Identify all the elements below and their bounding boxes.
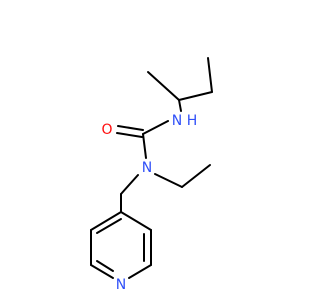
bond-butyl-ch-nh (178, 99, 182, 112)
bond-n-ethyl-ch2 (154, 173, 183, 188)
atom-nitrogen-nh: N (172, 113, 182, 129)
atom-oxygen: O (101, 122, 112, 138)
bond-carbonyl-n (142, 133, 147, 159)
bond-carbonyl-double-1 (117, 125, 144, 131)
bond-ring-c4-c3-inner (96, 218, 122, 234)
bond-ring-c2-n-inner (96, 260, 114, 272)
bond-butyl-ch2-ch (178, 91, 213, 101)
bond-ethyl-ch2-ch3 (181, 164, 211, 188)
bond-butyl-ch-methyl (147, 71, 180, 101)
atom-nitrogen-pyridine: N (116, 277, 126, 293)
atom-hydrogen-nh: H (187, 113, 198, 129)
bond-nh-carbonyl (142, 120, 169, 135)
bonds (90, 57, 213, 279)
bond-n-ch2 (120, 174, 139, 195)
bond-ring-c4-c3 (90, 211, 122, 231)
bond-ring-c2-n (90, 264, 114, 279)
bond-ring-n-c6 (128, 264, 152, 279)
bond-ethyl-tail (207, 57, 213, 93)
bond-ring-c5-c4 (120, 211, 152, 231)
atom-nitrogen-amide: N (142, 160, 152, 176)
atom-labels: O N H N N (101, 113, 197, 293)
bond-carbonyl-double-2 (116, 132, 143, 138)
molecule-structure: O N H N N (90, 57, 213, 293)
